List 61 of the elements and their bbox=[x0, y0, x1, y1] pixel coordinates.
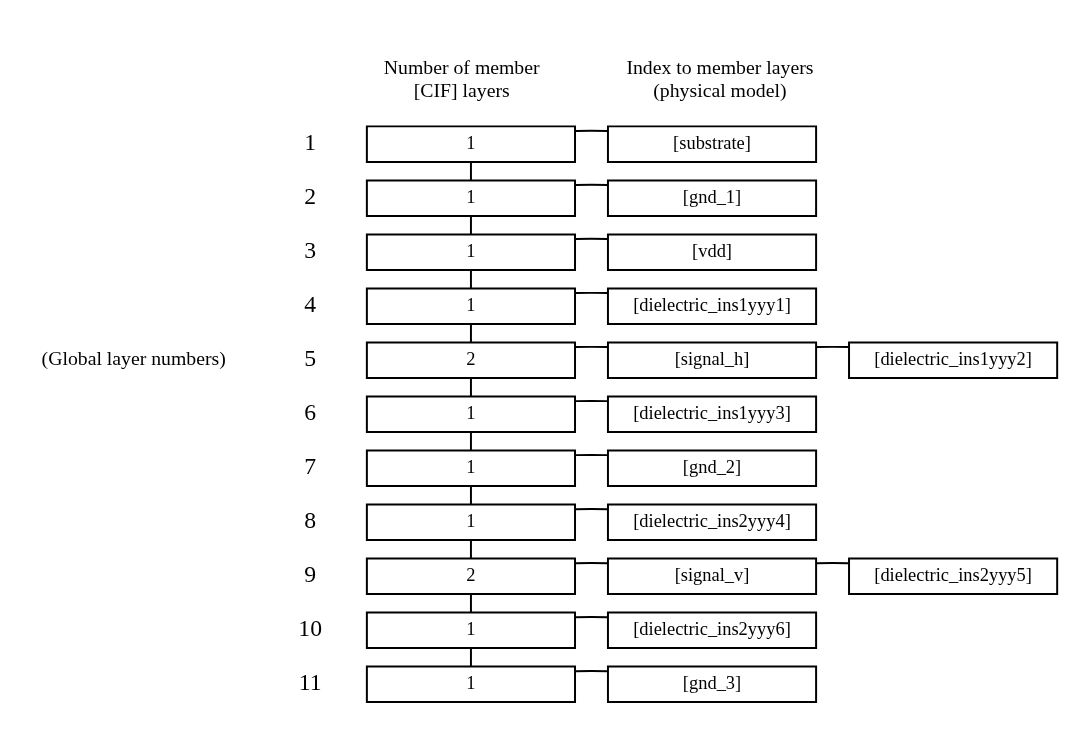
node-box: 1 bbox=[365, 449, 576, 487]
connector bbox=[469, 269, 472, 290]
connector bbox=[574, 129, 609, 133]
node-box: 1 bbox=[365, 665, 576, 704]
node-box: 2 bbox=[365, 557, 576, 596]
label: Number of member [CIF] layers bbox=[383, 56, 540, 101]
label: 11 bbox=[298, 669, 322, 696]
connector bbox=[574, 183, 609, 187]
label: (Global layer numbers) bbox=[41, 346, 226, 369]
label: 7 bbox=[304, 453, 317, 480]
node-box: [gnd_3] bbox=[606, 665, 818, 704]
node-box: [dielectric_ins2yyy5] bbox=[848, 557, 1059, 596]
connector bbox=[574, 453, 609, 457]
connector bbox=[469, 215, 472, 236]
connector bbox=[574, 507, 609, 511]
connector bbox=[469, 161, 472, 182]
connector bbox=[574, 615, 609, 619]
connector bbox=[815, 345, 850, 349]
label: 9 bbox=[304, 561, 317, 588]
node-box: 1 bbox=[365, 395, 576, 433]
node-box: [dielectric_ins1yyy1] bbox=[606, 287, 818, 325]
node-box: [signal_h] bbox=[606, 341, 818, 379]
connector bbox=[469, 647, 472, 668]
node-box: 1 bbox=[365, 179, 576, 217]
label: 4 bbox=[304, 291, 317, 317]
connector bbox=[815, 561, 850, 565]
node-box: [dielectric_ins1yyy2] bbox=[848, 341, 1059, 379]
connector bbox=[574, 399, 609, 403]
label: 8 bbox=[304, 507, 317, 534]
node-box: 1 bbox=[365, 611, 576, 650]
node-box: [substrate] bbox=[606, 125, 818, 163]
label: 5 bbox=[304, 345, 317, 372]
connector bbox=[469, 431, 472, 452]
node-box: 1 bbox=[365, 287, 576, 325]
connector bbox=[574, 345, 609, 349]
label: 2 bbox=[304, 182, 317, 209]
connector bbox=[574, 561, 609, 565]
node-box: [vdd] bbox=[606, 233, 818, 271]
label: Index to member layers (physical model) bbox=[626, 56, 814, 101]
node-box: [gnd_2] bbox=[606, 449, 818, 487]
label: 6 bbox=[304, 399, 317, 426]
connector bbox=[469, 539, 472, 560]
connector bbox=[469, 593, 472, 614]
node-box: 1 bbox=[365, 233, 576, 271]
connector bbox=[469, 377, 472, 398]
label: 3 bbox=[304, 236, 317, 263]
connector bbox=[469, 485, 472, 506]
connector bbox=[574, 291, 609, 295]
connector bbox=[574, 237, 609, 241]
node-box: [gnd_1] bbox=[606, 179, 818, 217]
node-box: 1 bbox=[365, 125, 576, 163]
label: 10 bbox=[298, 615, 323, 642]
connector bbox=[469, 323, 472, 344]
node-box: [dielectric_ins2yyy6] bbox=[606, 611, 818, 650]
node-box: 2 bbox=[365, 341, 576, 379]
node-box: [signal_v] bbox=[606, 557, 818, 596]
node-box: 1 bbox=[365, 503, 576, 542]
node-box: [dielectric_ins1yyy3] bbox=[606, 395, 818, 433]
connector bbox=[574, 669, 609, 673]
label: 1 bbox=[304, 128, 317, 155]
node-box: [dielectric_ins2yyy4] bbox=[606, 503, 818, 542]
